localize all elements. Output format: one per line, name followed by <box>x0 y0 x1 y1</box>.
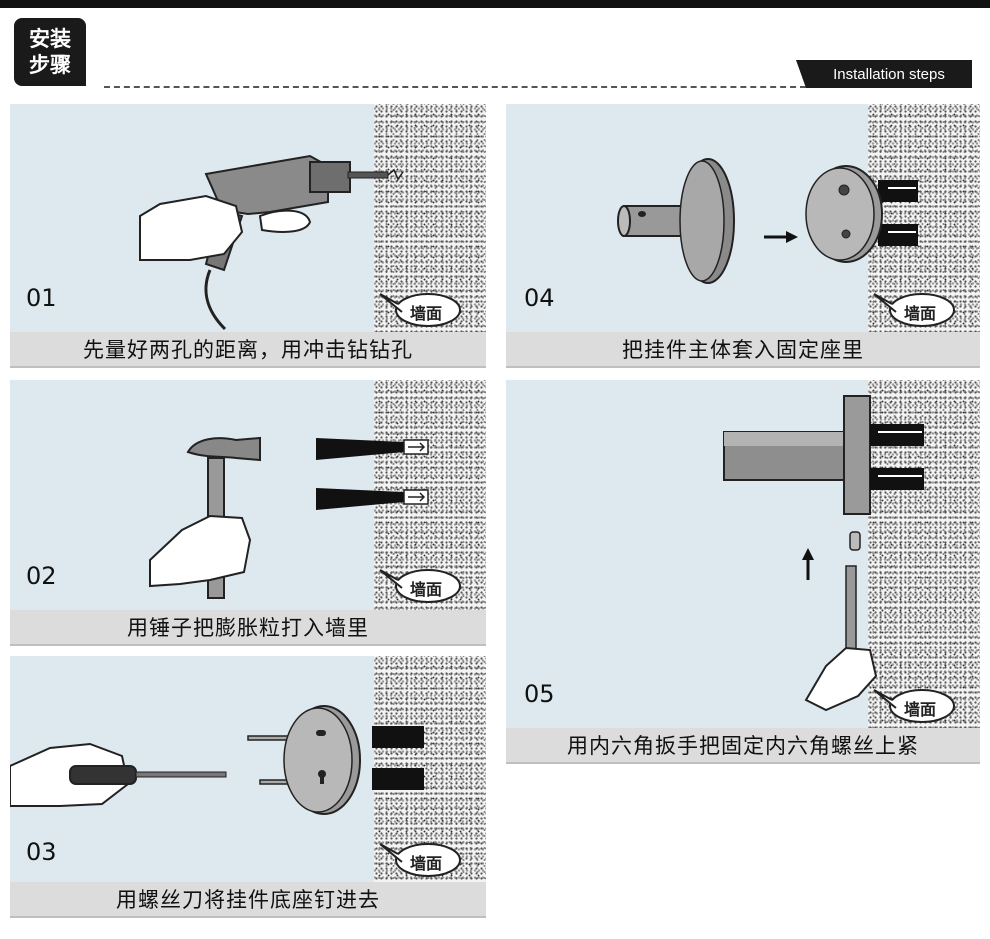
wall-label: 墙面 <box>410 300 442 324</box>
step-caption-02: 用锤子把膨胀粒打入墙里 <box>10 610 486 646</box>
wall-label: 墙面 <box>904 696 936 720</box>
caption-text: 用内六角扳手把固定内六角螺丝上紧 <box>567 730 919 760</box>
step-panel-02: 02 墙面 <box>10 380 486 610</box>
badge-line-1: 安装 <box>29 26 71 52</box>
wall-label-bubble: 墙面 <box>872 686 958 726</box>
caption-text: 先量好两孔的距离，用冲击钻钻孔 <box>83 334 413 364</box>
step-panel-04: 04 墙面 <box>506 104 980 332</box>
english-title: Installation steps <box>833 66 945 83</box>
hex-wrench-illustration <box>506 380 980 728</box>
step-number: 01 <box>26 284 57 312</box>
wall-label-bubble: 墙面 <box>378 290 464 330</box>
step-number: 02 <box>26 562 57 590</box>
step-caption-01: 先量好两孔的距离，用冲击钻钻孔 <box>10 332 486 368</box>
step-number: 05 <box>524 680 555 708</box>
badge-line-2: 步骤 <box>29 52 71 78</box>
step-number: 04 <box>524 284 555 312</box>
step-panel-03: 03 墙面 <box>10 656 486 882</box>
caption-text: 把挂件主体套入固定座里 <box>622 334 864 364</box>
section-badge: 安装 步骤 <box>14 18 86 86</box>
caption-text: 用螺丝刀将挂件底座钉进去 <box>116 884 380 914</box>
step-caption-05: 用内六角扳手把固定内六角螺丝上紧 <box>506 728 980 764</box>
english-title-tab: Installation steps <box>806 60 972 88</box>
step-caption-04: 把挂件主体套入固定座里 <box>506 332 980 368</box>
step-panel-05: 05 墙面 <box>506 380 980 728</box>
wall-label: 墙面 <box>410 576 442 600</box>
step-number: 03 <box>26 838 57 866</box>
wall-label-bubble: 墙面 <box>378 840 464 880</box>
step-caption-03: 用螺丝刀将挂件底座钉进去 <box>10 882 486 918</box>
header-divider <box>104 86 806 88</box>
wall-label-bubble: 墙面 <box>378 566 464 606</box>
wall-label-bubble: 墙面 <box>872 290 958 330</box>
wall-label: 墙面 <box>904 300 936 324</box>
wall-label: 墙面 <box>410 850 442 874</box>
top-bar <box>0 0 990 8</box>
step-panel-01: 01 墙面 <box>10 104 486 332</box>
caption-text: 用锤子把膨胀粒打入墙里 <box>127 612 369 642</box>
